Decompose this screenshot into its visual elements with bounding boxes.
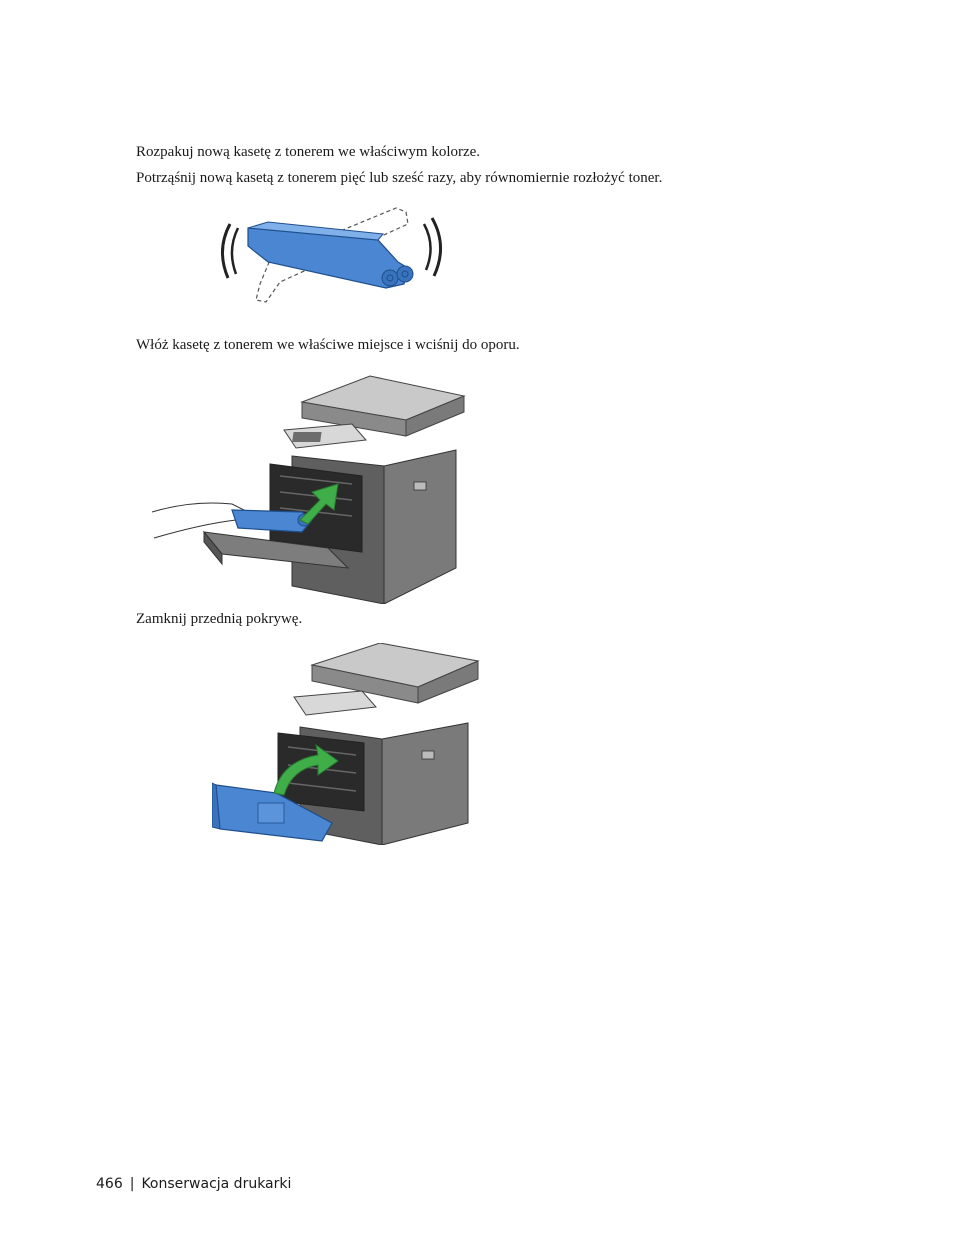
step-text-unpack: Rozpakuj nową kasetę z tonerem we właści… bbox=[136, 144, 481, 160]
insert-arrow-icon bbox=[299, 483, 339, 525]
toner-cartridge-icon bbox=[247, 221, 414, 289]
close-arrow-icon bbox=[273, 743, 339, 796]
page-number: 466 bbox=[96, 1176, 123, 1192]
footer-separator: | bbox=[129, 1176, 135, 1192]
printer-close-cover-illustration bbox=[212, 643, 480, 845]
front-cover-icon bbox=[212, 782, 333, 842]
page-footer: 466 | Konserwacja drukarki bbox=[96, 1176, 291, 1192]
step-text-insert: Włóż kasetę z tonerem we właściwe miejsc… bbox=[136, 337, 520, 353]
toner-shake-illustration bbox=[221, 207, 442, 303]
printer-insert-illustration bbox=[152, 375, 466, 604]
section-title: Konserwacja drukarki bbox=[141, 1176, 292, 1192]
step-text-shake: Potrząśnij nową kasetą z tonerem pięć lu… bbox=[136, 170, 663, 186]
toner-cartridge-icon bbox=[231, 509, 313, 533]
step-text-close-cover: Zamknij przednią pokrywę. bbox=[136, 611, 303, 627]
